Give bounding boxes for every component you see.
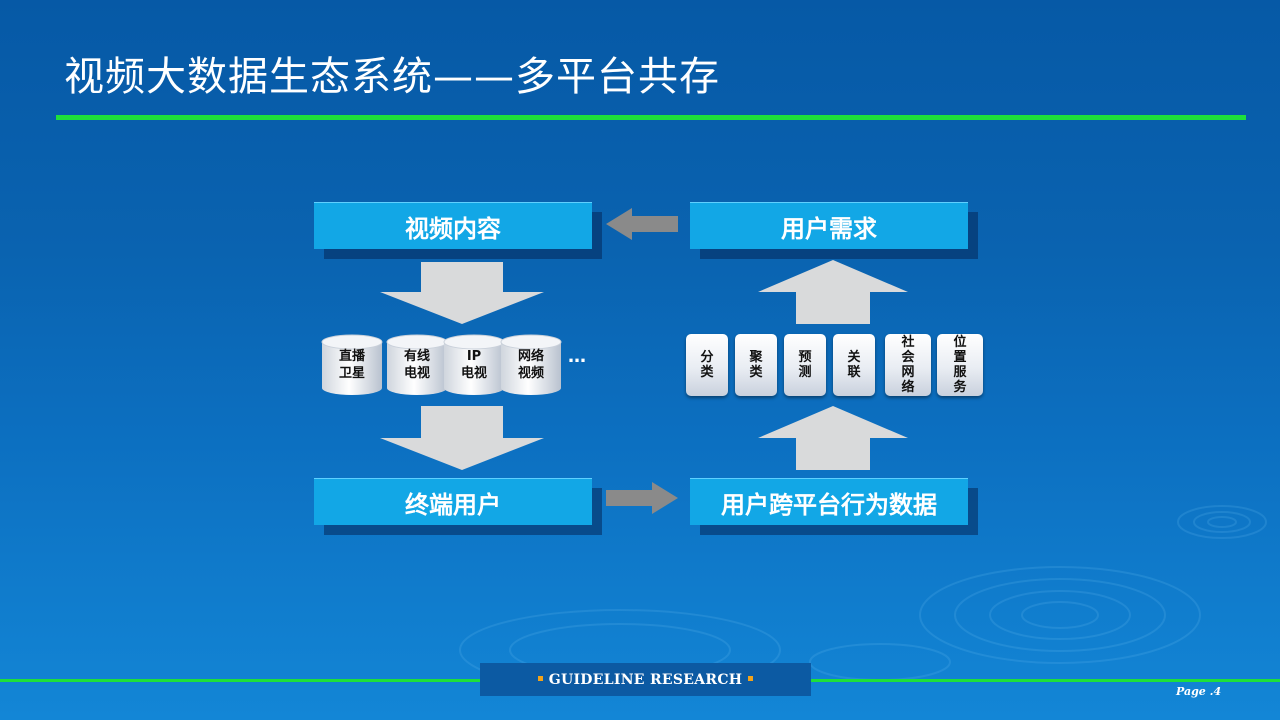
- bullet-square-icon: [537, 675, 543, 681]
- up-arrow-icon: [758, 260, 908, 324]
- user-demand-box: 用户需求: [690, 202, 968, 249]
- video-content-box: 视频内容: [314, 202, 592, 249]
- analytics-label: 聚类: [749, 350, 763, 380]
- down-arrow-icon: [380, 262, 544, 324]
- page-number: Page .4: [1176, 685, 1222, 698]
- right-arrow-icon: [606, 482, 678, 514]
- down-arrow-icon: [380, 406, 544, 470]
- title-underline: [56, 115, 1246, 120]
- analytics-label: 位置服务: [953, 335, 967, 395]
- analytics-tile: 聚类: [735, 334, 777, 396]
- analytics-tile: 预测: [784, 334, 826, 396]
- analytics-tile: 关联: [833, 334, 875, 396]
- analytics-label: 预测: [798, 350, 812, 380]
- platform-label: 网络 视频: [517, 349, 544, 381]
- cross-platform-data-box: 用户跨平台行为数据: [690, 478, 968, 525]
- bullet-square-icon: [748, 675, 754, 681]
- more-platforms-ellipsis: …: [568, 346, 587, 367]
- footer-brand-text: GUIDELINE RESEARCH: [548, 671, 743, 688]
- up-arrow-icon: [758, 406, 908, 470]
- platform-label: IP 电视: [460, 349, 487, 381]
- analytics-tile: 社会网络: [885, 334, 931, 396]
- platform-label: 有线 电视: [403, 349, 430, 381]
- platform-label: 直播 卫星: [338, 349, 365, 381]
- analytics-tile: 位置服务: [937, 334, 983, 396]
- footer-brand-box: GUIDELINE RESEARCH: [480, 663, 811, 696]
- platform-cylinder: 有线 电视: [386, 334, 448, 396]
- slide-title: 视频大数据生态系统——多平台共存: [64, 54, 720, 100]
- end-user-box: 终端用户: [314, 478, 592, 525]
- platform-cylinder: IP 电视: [443, 334, 505, 396]
- analytics-label: 分类: [700, 350, 714, 380]
- platform-cylinder: 网络 视频: [500, 334, 562, 396]
- analytics-label: 社会网络: [901, 335, 915, 395]
- analytics-tile: 分类: [686, 334, 728, 396]
- left-arrow-icon: [606, 208, 678, 240]
- footer-brand: GUIDELINE RESEARCH: [532, 672, 760, 688]
- analytics-label: 关联: [847, 350, 861, 380]
- platform-cylinder: 直播 卫星: [321, 334, 383, 396]
